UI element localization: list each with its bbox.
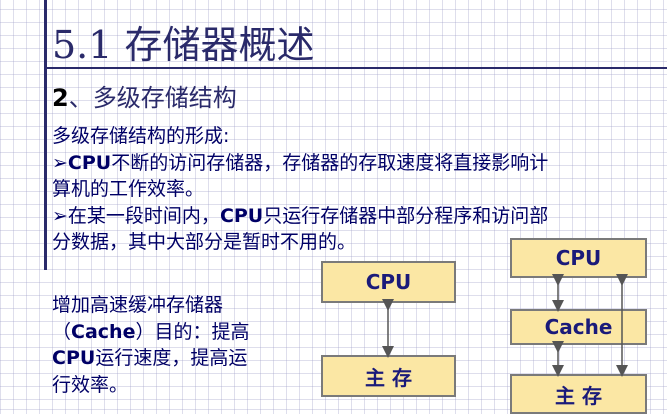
cache-text-3: 运行速度，提高运 (95, 347, 248, 369)
title-underline (44, 67, 667, 69)
diagram-arrows (382, 274, 628, 377)
left-rule (44, 0, 47, 270)
intro-line: 多级存储结构的形成: (52, 121, 229, 148)
intro-text: 多级存储结构的形成: (52, 125, 230, 147)
cpu-term: CPU (219, 205, 264, 227)
section-heading-text: 、多级存储结构 (68, 84, 237, 112)
cache-text-1: 增加高速缓冲存储器 (52, 294, 224, 316)
bullet-1-line-1: ➢CPU不断的访问存储器，存储器的存取速度将直接影响计 (52, 148, 548, 175)
bullet-2-prefix: 在某一段时间内， (67, 205, 220, 227)
cache-paren: （ (52, 321, 72, 343)
left-cpu-box: CPU (321, 261, 456, 303)
bullet-2-line-1: ➢在某一段时间内，CPU只运行存储器中部分程序和访问部 (52, 201, 548, 228)
bullet-2-line-2: 分数据，其中大部分是暂时不用的。 (52, 227, 356, 254)
left-main-memory-box: 主 存 (321, 355, 456, 397)
bullet-2-continuation: 分数据，其中大部分是暂时不用的。 (52, 231, 357, 253)
cache-text-4: 行效率。 (52, 374, 129, 396)
bullet-1-continuation: 算机的工作效率。 (52, 178, 205, 200)
cache-line-2: （Cache）目的：提高 (52, 317, 249, 344)
right-cpu-box: CPU (510, 238, 647, 278)
bullet-arrow-icon: ➢ (52, 205, 68, 227)
cache-line-4: 行效率。 (52, 370, 128, 397)
bullet-2-text: 只运行存储器中部分程序和访问部 (263, 205, 549, 227)
section-heading: 2、多级存储结构 (52, 78, 237, 113)
bullet-1-line-2: 算机的工作效率。 (52, 174, 204, 201)
section-number: 2 (52, 84, 69, 112)
cache-line-3: CPU运行速度，提高运 (52, 343, 247, 370)
cache-term: Cache (71, 321, 136, 343)
cache-line-1: 增加高速缓冲存储器 (52, 290, 223, 317)
cpu-term: CPU (67, 152, 112, 174)
cpu-term: CPU (52, 347, 96, 369)
slide-title: 5.1 存储器概述 (52, 23, 315, 67)
bullet-arrow-icon: ➢ (52, 152, 68, 174)
cache-text-2: ）目的：提高 (135, 321, 250, 343)
bullet-1-text: 不断的访问存储器，存储器的存取速度将直接影响计 (111, 152, 549, 174)
